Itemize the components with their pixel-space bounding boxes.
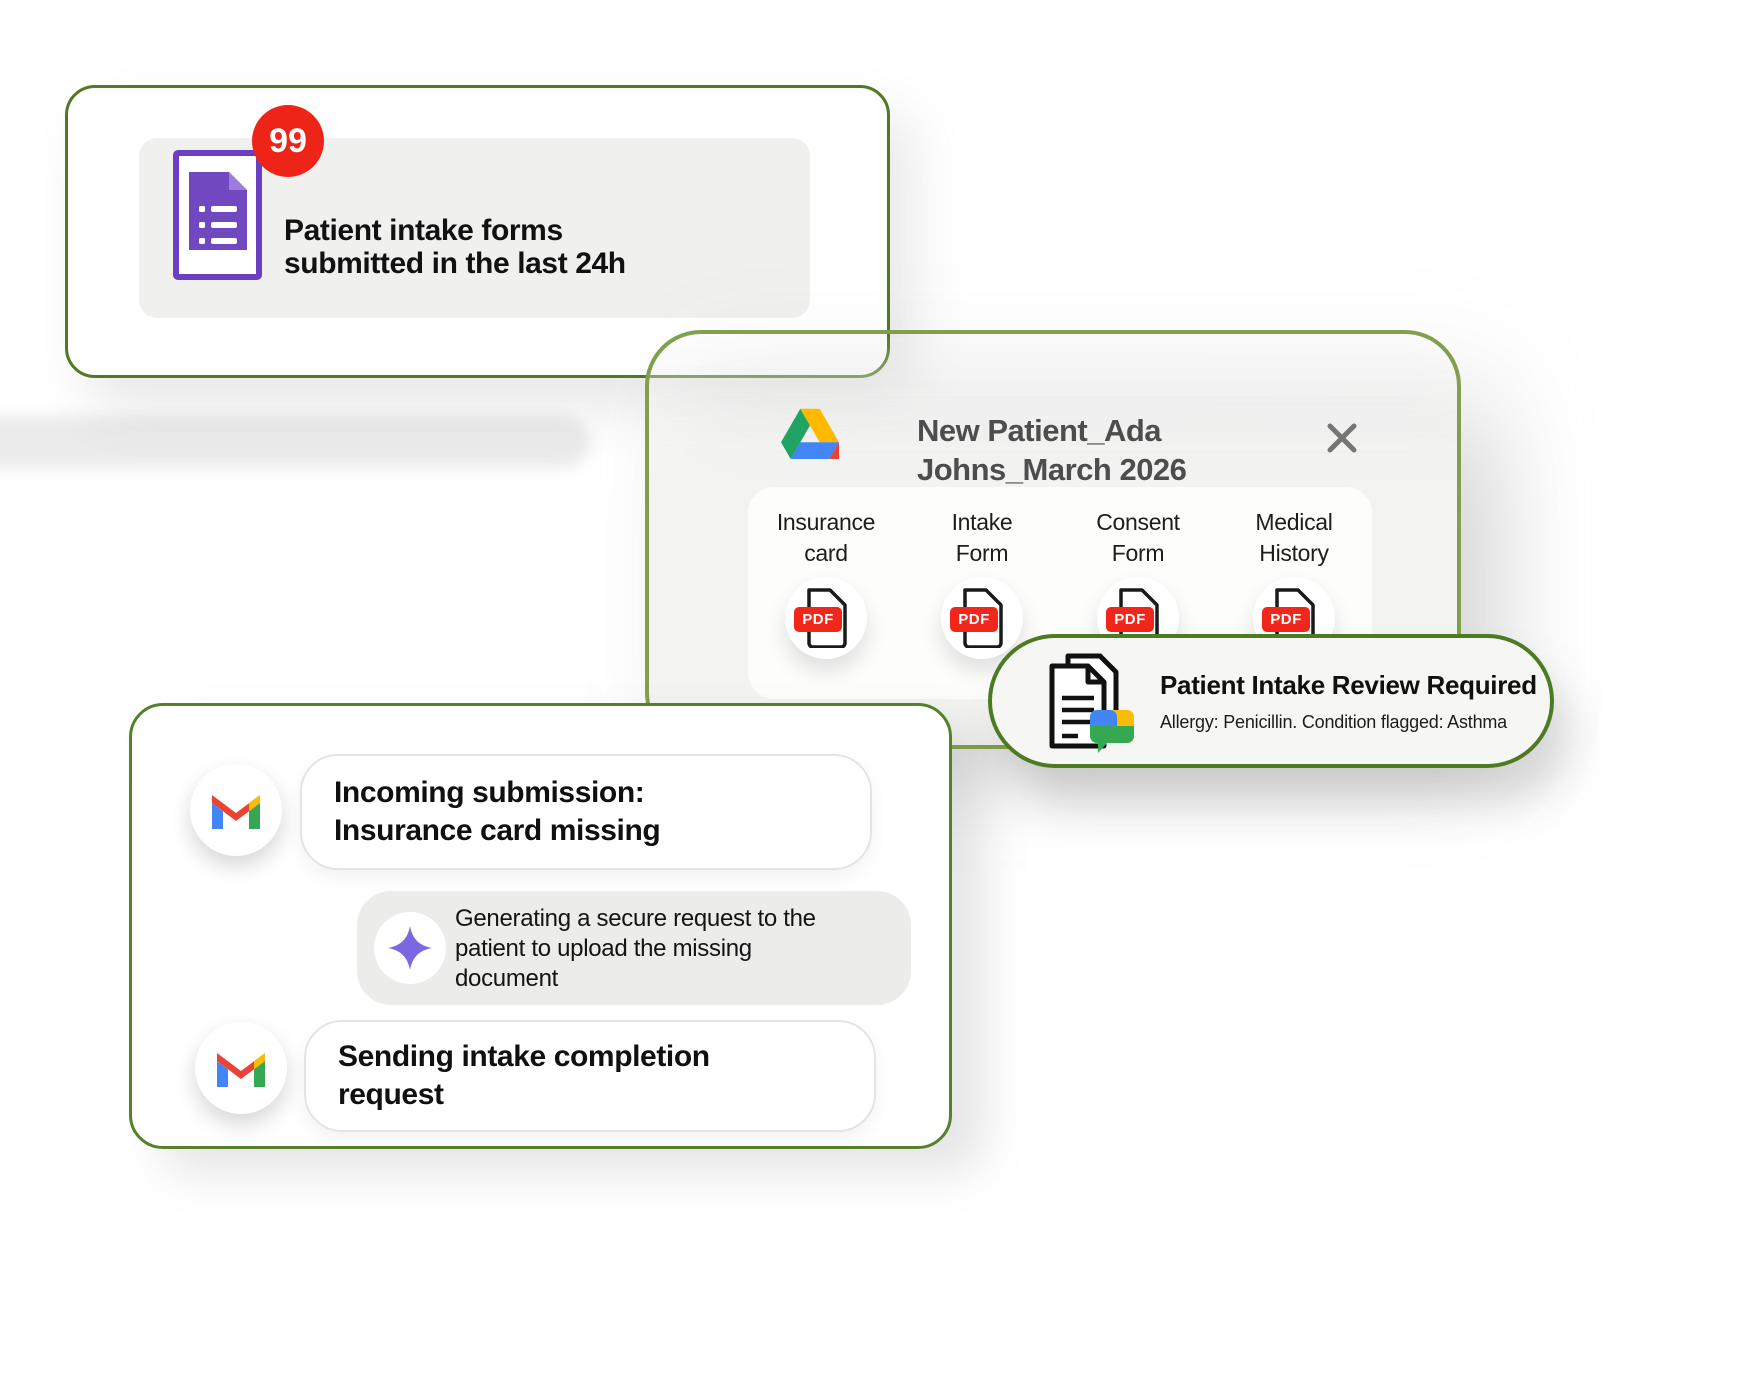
forms-notification-text: Patient intake forms submitted in the la… (284, 214, 754, 280)
unread-count-badge: 99 (252, 105, 324, 177)
pdf-badge: PDF (950, 607, 998, 632)
message-bubble-incoming-submission: Incoming submission: Insurance card miss… (300, 754, 872, 870)
message2-line2: request (338, 1078, 444, 1111)
document-label: Medical History (1255, 507, 1332, 569)
ai-line2: patient to upload the missing (455, 935, 752, 962)
pdf-icon: PDF (950, 588, 1005, 648)
patient-intake-review-pill: Patient Intake Review Required Allergy: … (988, 634, 1554, 768)
gmail-avatar (195, 1022, 287, 1114)
pdf-file-intake-form[interactable]: PDF (941, 577, 1023, 659)
gmail-icon (217, 1053, 265, 1087)
gmail-workflow-card: Incoming submission: Insurance card miss… (129, 703, 952, 1149)
close-icon[interactable] (1323, 419, 1361, 457)
forms-text-line1: Patient intake forms (284, 214, 563, 247)
patient-folder-title: New Patient_Ada Johns_March 2026 (917, 411, 1317, 489)
folder-title-line1: New Patient_Ada (917, 413, 1162, 448)
background-blob (0, 416, 590, 468)
label-line2: Form (955, 540, 1009, 566)
document-label: Intake Form (952, 507, 1013, 569)
sparkle-icon (388, 926, 432, 970)
forms-text-line2: submitted in the last 24h (284, 247, 626, 280)
label-line2: card (804, 540, 848, 566)
label-line1: Intake (951, 509, 1013, 535)
gmail-avatar (190, 764, 282, 856)
document-label: Insurance card (776, 507, 876, 569)
document-label: Consent Form (1096, 507, 1180, 569)
pdf-badge: PDF (1106, 607, 1154, 632)
review-pill-text: Patient Intake Review Required Allergy: … (1160, 638, 1546, 764)
message-bubble-sending-request: Sending intake completion request (304, 1020, 876, 1132)
google-drive-icon (781, 408, 839, 460)
message1-line1: Incoming submission: (334, 776, 645, 809)
document-column-intake-form: Intake Form PDF (907, 507, 1057, 699)
docs-chat-icon (1046, 652, 1134, 756)
label-line1: Insurance (776, 509, 876, 535)
gmail-icon (212, 795, 260, 829)
ai-response-bubble: Generating a secure request to the patie… (357, 891, 911, 1005)
review-pill-subtitle: Allergy: Penicillin. Condition flagged: … (1160, 711, 1507, 732)
pdf-icon: PDF (794, 588, 849, 648)
label-line1: Medical (1255, 509, 1333, 535)
ai-line1: Generating a secure request to the (455, 905, 816, 932)
ai-response-text: Generating a secure request to the patie… (455, 904, 895, 994)
review-pill-title: Patient Intake Review Required (1160, 669, 1537, 700)
gemini-sparkle-avatar (374, 912, 446, 984)
ai-line3: document (455, 965, 558, 992)
forms-notification-card: 99 Patient intake forms submitted in the… (65, 85, 890, 378)
pdf-file-insurance-card[interactable]: PDF (785, 577, 867, 659)
document-column-insurance-card: Insurance card PDF (751, 507, 901, 699)
label-line1: Consent (1096, 509, 1180, 535)
pdf-badge: PDF (794, 607, 842, 632)
message1-line2: Insurance card missing (334, 814, 661, 847)
pdf-icon: PDF (1106, 588, 1161, 648)
pdf-badge: PDF (1262, 607, 1310, 632)
label-line2: Form (1111, 540, 1165, 566)
label-line2: History (1259, 540, 1329, 566)
message2-line1: Sending intake completion (338, 1040, 710, 1073)
folder-title-line2: Johns_March 2026 (917, 452, 1187, 487)
google-forms-icon (173, 150, 262, 280)
